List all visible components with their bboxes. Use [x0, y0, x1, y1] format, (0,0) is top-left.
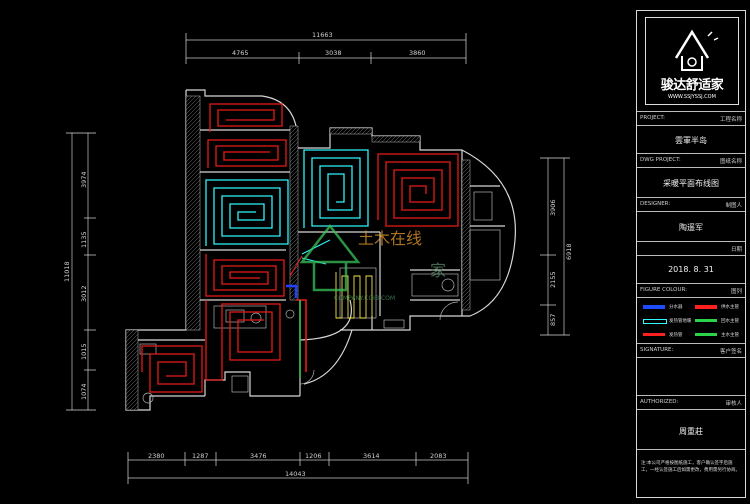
dim-bottom-seg-1: 2380: [148, 452, 165, 460]
authorized-label-row: AUTHORIZED: 审核人: [637, 395, 745, 409]
authorized-label: AUTHORIZED:: [640, 399, 679, 405]
dim-left-seg-3: 3012: [80, 285, 88, 302]
wall-hatch: [125, 95, 471, 411]
project-label: PROJECT:: [640, 115, 666, 121]
dim-bottom-seg-6: 2083: [430, 452, 447, 460]
authorized-name: 周重莊: [679, 427, 703, 436]
dim-bottom-seg-5: 3614: [363, 452, 380, 460]
signature-area: [637, 357, 745, 395]
dim-left-seg-1: 3974: [80, 171, 88, 188]
watermark-url: COMPANY.COIB.COM: [334, 295, 395, 302]
watermark: 土木在线 家 COMPANY.COIB.COM: [299, 223, 446, 302]
dim-left-total: 11018: [63, 261, 71, 282]
dim-left-seg-5: 1074: [80, 383, 88, 400]
fixtures: [139, 191, 501, 404]
project-label-row: PROJECT: 工程名称: [637, 111, 745, 125]
date-label-row: 日期: [637, 241, 745, 255]
dim-right-seg-3: 857: [549, 314, 557, 326]
designer-label-cn: 制图人: [725, 203, 742, 209]
heating-loops-cyan: [205, 149, 369, 246]
dwg-name-row: 采暖平面布线图: [637, 167, 745, 197]
authorized-name-row: 周重莊: [637, 409, 745, 449]
dim-right-seg-2: 2155: [549, 271, 557, 288]
dimension-lines: [66, 33, 570, 484]
dim-bottom-seg-3: 3476: [250, 452, 267, 460]
authorized-label-cn: 审核人: [725, 401, 742, 407]
company-logo: 骏达舒适家 WWW.SSJYSSJ.COM: [645, 17, 739, 105]
designer-label-row: DESIGNER: 制图人: [637, 197, 745, 211]
house-logo-icon: [299, 223, 361, 292]
designer-label: DESIGNER:: [640, 201, 671, 207]
dwg-label-row: DWG PROJECT: 图纸名称: [637, 153, 745, 167]
designer-name-row: 陶遥军: [637, 211, 745, 241]
dwg-label: DWG PROJECT:: [640, 157, 681, 163]
notes-area: 注:本公司严格按图纸施工，客户确认签字后施工，一经认签施工后如需更改，费用需另行…: [637, 449, 745, 497]
dim-bottom-seg-4: 1206: [305, 452, 322, 460]
project-label-cn: 工程名称: [719, 117, 742, 123]
dim-left-seg-2: 1135: [80, 231, 88, 248]
dim-left-seg-4: 1015: [80, 343, 88, 360]
notes-text: 注:本公司严格按图纸施工，客户确认签字后施工，一经认签施工后如需更改，费用需另行…: [641, 461, 740, 473]
date-value: 2018. 8. 31: [668, 265, 714, 274]
dim-top-seg-1: 4765: [232, 49, 249, 57]
signature-label-row: SIGNATURE: 客户签名: [637, 343, 745, 357]
dim-right-seg-1: 3906: [549, 199, 557, 216]
heating-loops-red: [141, 103, 459, 393]
title-block: 骏达舒适家 WWW.SSJYSSJ.COM PROJECT: 工程名称 雲軍半岛…: [636, 10, 746, 498]
legend-label-2: 供水主管: [721, 305, 739, 310]
figure-label-cn: 图列: [730, 289, 742, 295]
designer-name: 陶遥军: [679, 223, 703, 232]
dim-bottom-seg-2: 1287: [192, 452, 209, 460]
watermark-brand: 土木在线: [358, 229, 422, 248]
legend-swatch-supply: [695, 305, 717, 309]
legend-label-3: 发热管地暖: [669, 319, 692, 324]
dwg-label-cn: 图纸名称: [719, 159, 742, 165]
signature-label-cn: 客户签名: [719, 349, 742, 355]
left-dims: 11018 3974 1135 3012 1015 1074: [63, 171, 88, 400]
logo-url: WWW.SSJYSSJ.COM: [668, 94, 716, 100]
legend-swatch-heat: [643, 333, 665, 336]
legend-label-6: 主水主管: [721, 333, 739, 338]
right-dims: 6918 3906 2155 857: [549, 199, 573, 326]
figure-label-row: FIGURE COLOUR: 图列: [637, 283, 745, 297]
legend-swatch-return: [695, 319, 717, 322]
figure-label: FIGURE COLOUR:: [640, 287, 688, 293]
dim-bottom-total: 14043: [285, 470, 306, 478]
legend-label-1: 分水器: [669, 305, 683, 310]
logo-brand: 骏达舒适家: [660, 78, 724, 93]
dim-top-seg-3: 3860: [409, 49, 426, 57]
legend-swatch-cyan: [643, 319, 667, 324]
date-label-cn: 日期: [730, 247, 742, 253]
dwg-name: 采暖平面布线图: [663, 179, 719, 188]
legend-label-5: 发热管: [669, 333, 683, 338]
date-row: 2018. 8. 31: [637, 255, 745, 283]
signature-label: SIGNATURE:: [640, 347, 674, 353]
dim-top-total: 11663: [312, 31, 333, 39]
legend-swatch-manifold: [643, 305, 665, 309]
dim-top-seg-2: 3038: [325, 49, 342, 57]
project-name-row: 雲軍半岛: [637, 125, 745, 153]
legend-swatch-main: [695, 333, 717, 336]
legend-label-4: 回水主管: [721, 319, 739, 324]
house-logo-icon: [674, 29, 719, 71]
dim-right-total: 6918: [565, 243, 573, 260]
watermark-site: 家: [430, 261, 446, 280]
legend-area: 分水器 供水主管 发热管地暖 回水主管 发热管 主水主管: [637, 297, 745, 343]
heating-loops-kitchen: [335, 272, 373, 319]
project-name: 雲軍半岛: [675, 136, 707, 145]
